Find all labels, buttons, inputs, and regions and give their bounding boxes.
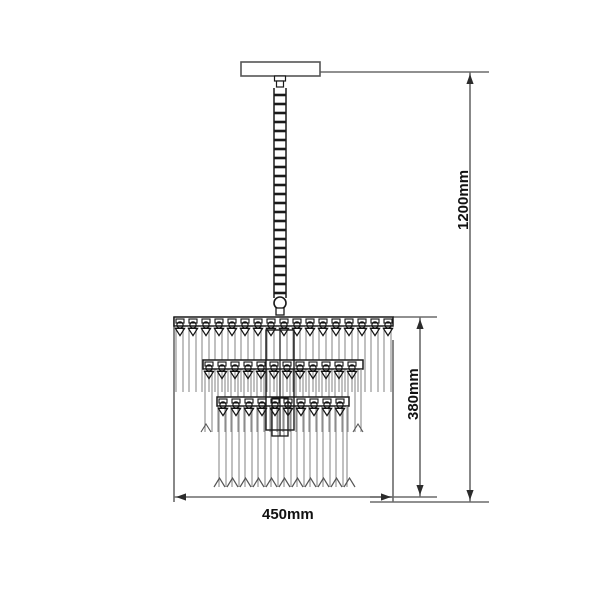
bottom-tier-crystals [218,406,348,487]
dimension-label-total-height: 1200mm [455,169,472,230]
central-lamp-column [265,329,295,437]
dimension-arrowheads [176,74,474,501]
suspension-chain [273,75,287,316]
arrow-total-bottom [466,490,474,500]
middle-tier [202,359,364,432]
arrow-shade-bottom [416,485,424,495]
middle-tier-crystal-tips [200,422,364,433]
top-tier [173,316,394,392]
chain-links [274,93,286,295]
dimension-label-shade-height: 380mm [405,368,422,420]
ceiling-canopy [240,61,321,77]
arrow-shade-top [416,319,424,329]
dimension-lines [173,71,489,503]
arrow-width-left [176,493,186,501]
chain-loop-connector [273,296,287,310]
bottom-tier [200,396,364,488]
dimension-label-width: 450mm [262,506,314,523]
arrow-width-right [381,493,391,501]
top-tier-crystals [175,326,392,392]
arrow-total-top [466,74,474,84]
bottom-tier-frame [216,396,350,407]
bottom-tier-crystal-tips [213,476,356,488]
